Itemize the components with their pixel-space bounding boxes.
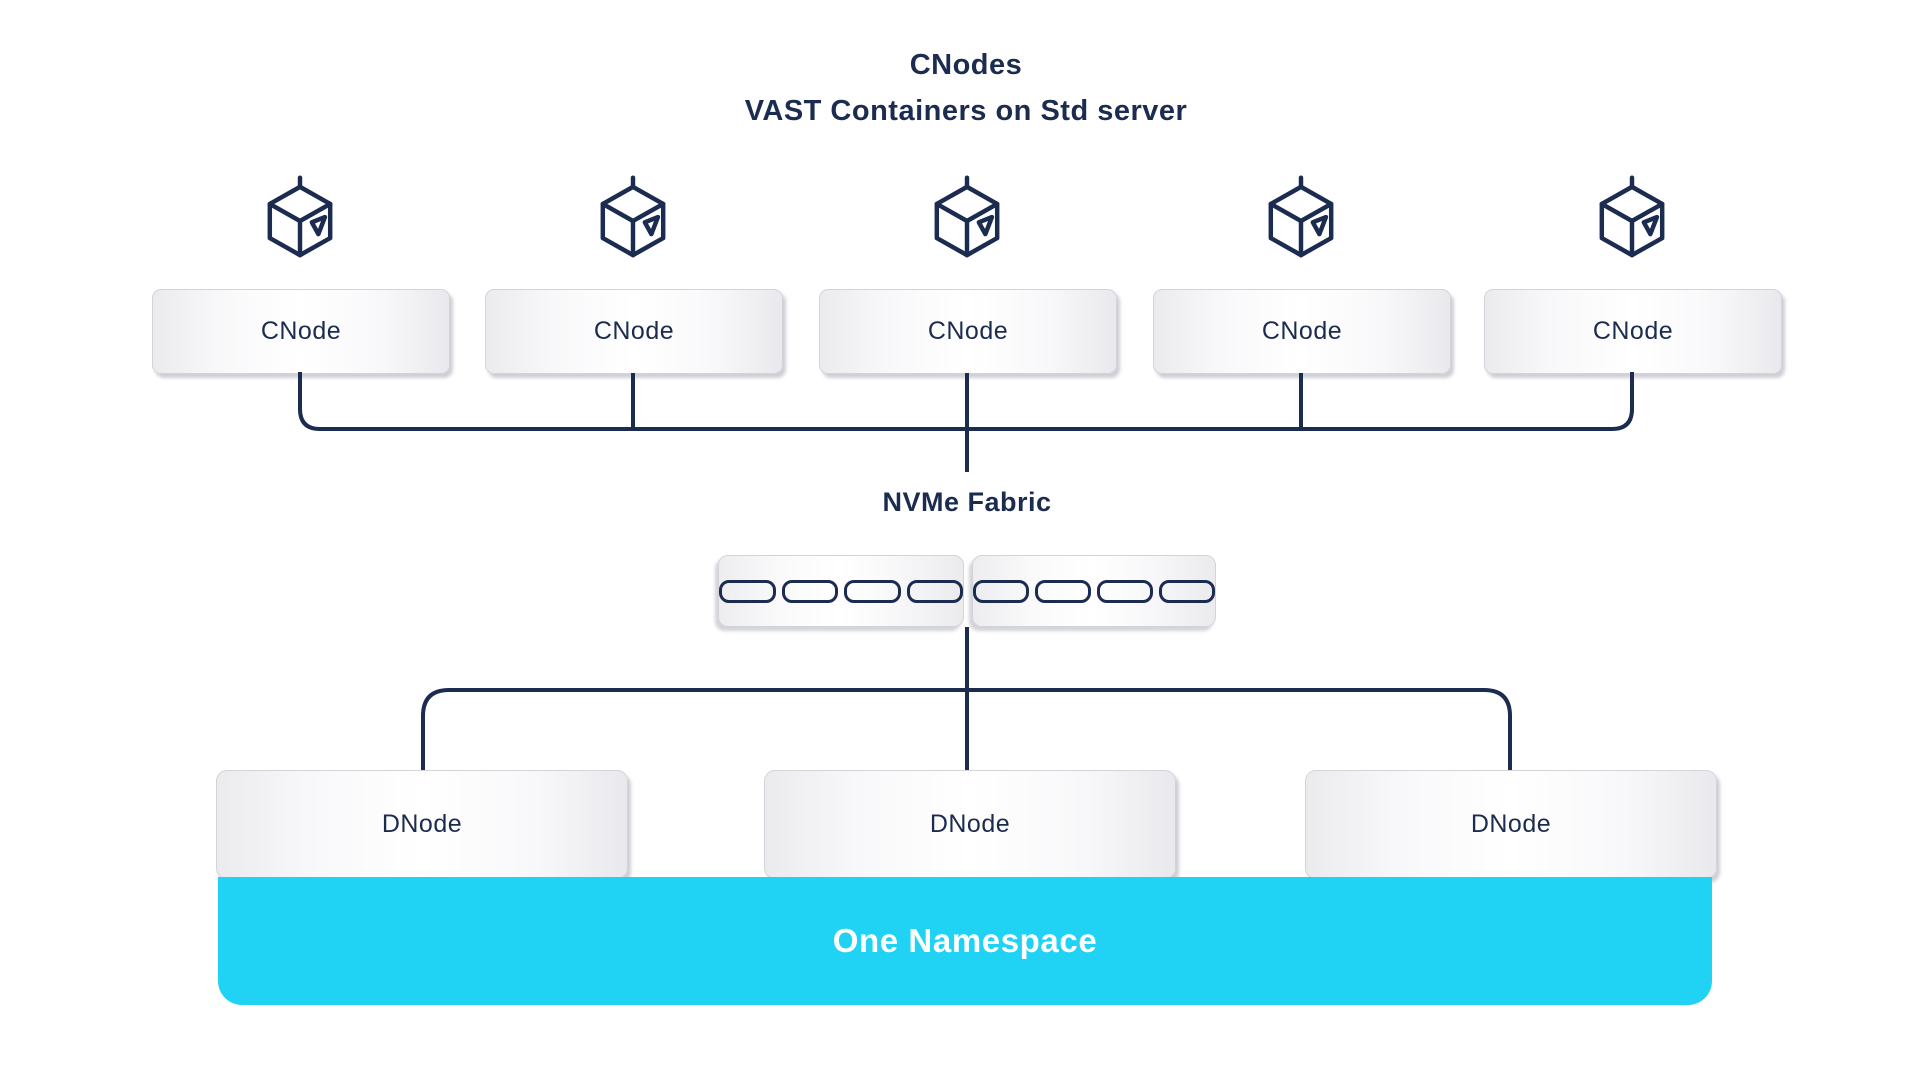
dnode-box: DNode — [216, 770, 628, 879]
cnode-label: CNode — [593, 317, 675, 345]
dnode-box: DNode — [764, 770, 1176, 879]
cnode-label: CNode — [260, 317, 342, 345]
cnode-box: CNode — [485, 289, 783, 374]
cnode-box: CNode — [1484, 289, 1782, 374]
switch-port — [973, 579, 1029, 603]
nvme-fabric-label: NVMe Fabric — [882, 487, 1052, 517]
one-namespace-band: One Namespace — [218, 877, 1712, 1005]
container-cube-icon — [1268, 175, 1334, 258]
dnode-label: DNode — [381, 810, 463, 838]
container-cube-icon — [1599, 175, 1665, 258]
diagram-subtitle: VAST Containers on Std server — [744, 94, 1188, 127]
one-namespace-label: One Namespace — [832, 922, 1098, 959]
fabric-switch — [718, 555, 964, 627]
switch-port — [781, 579, 838, 603]
switch-port — [906, 579, 963, 603]
cnode-label: CNode — [1261, 317, 1343, 345]
switch-port — [844, 579, 901, 603]
diagram-header: CNodes VAST Containers on Std server — [366, 49, 1566, 128]
dnode-label: DNode — [929, 810, 1011, 838]
switch-port — [1159, 579, 1215, 603]
container-cube-icon — [600, 175, 666, 258]
diagram-title: CNodes — [909, 49, 1023, 81]
container-cube-icon — [934, 175, 1000, 258]
switch-port — [1035, 579, 1091, 603]
fabric-switch — [972, 555, 1216, 627]
cnode-box: CNode — [152, 289, 450, 374]
container-cube-icon — [267, 175, 333, 258]
cnode-box: CNode — [1153, 289, 1451, 374]
switch-port — [719, 579, 776, 603]
switch-port — [1097, 579, 1153, 603]
cnode-label: CNode — [927, 317, 1009, 345]
dnode-label: DNode — [1470, 810, 1552, 838]
dnode-box: DNode — [1305, 770, 1717, 879]
cnode-box: CNode — [819, 289, 1117, 374]
cnode-label: CNode — [1592, 317, 1674, 345]
